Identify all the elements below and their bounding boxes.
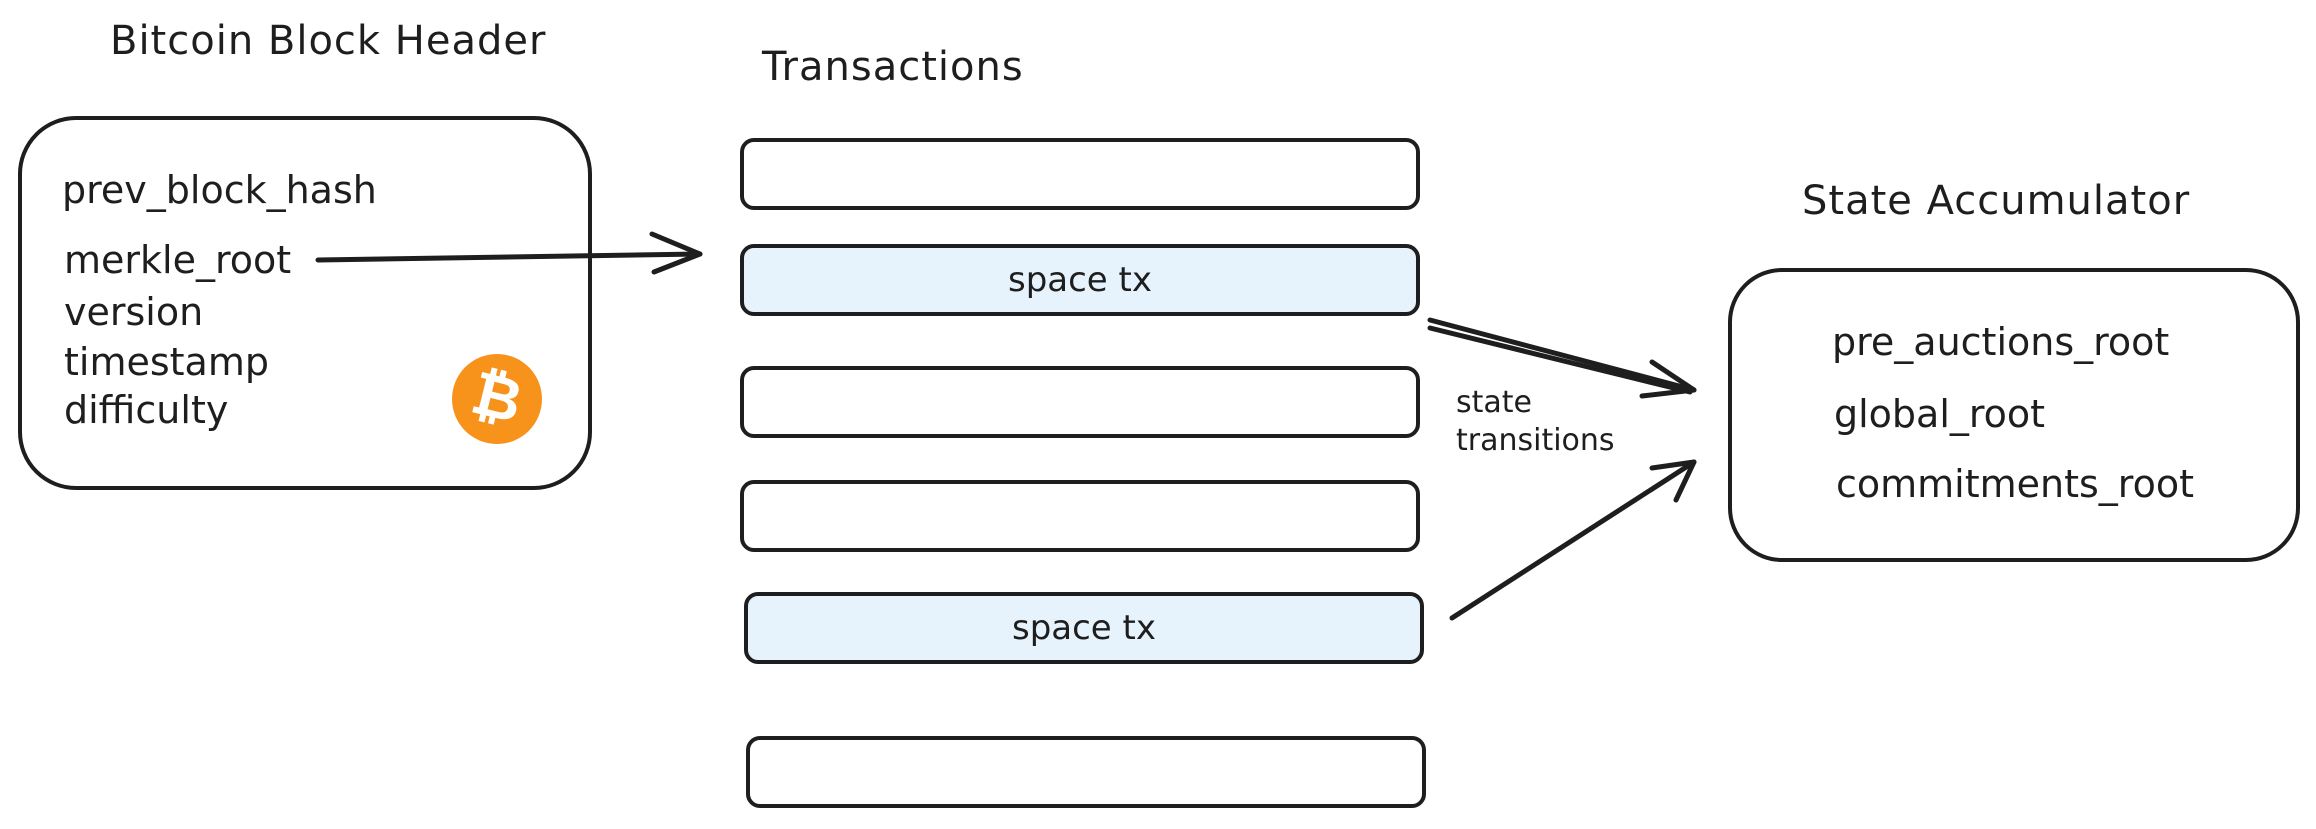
space-tx-to-state-arrow-upper xyxy=(1427,317,1697,399)
field-difficulty: difficulty xyxy=(64,388,229,432)
space-tx-to-state-arrow-lower xyxy=(1449,459,1697,621)
merkle-root-arrow xyxy=(315,231,703,275)
state-transitions-line-1: state xyxy=(1456,385,1532,420)
transactions-title: Transactions xyxy=(762,44,1024,90)
transaction-row xyxy=(740,138,1420,210)
transaction-row-space-tx: space tx xyxy=(744,592,1424,664)
field-global-root: global_root xyxy=(1834,392,2046,436)
transaction-label: space tx xyxy=(1011,608,1156,648)
field-version: version xyxy=(64,290,204,334)
transaction-row xyxy=(746,736,1426,808)
state-transitions-label: state transitions xyxy=(1456,384,1615,460)
state-accumulator-panel xyxy=(1728,268,2300,562)
block-header-title: Bitcoin Block Header xyxy=(110,18,547,64)
field-timestamp: timestamp xyxy=(64,340,269,384)
transaction-label: space tx xyxy=(1007,260,1152,300)
transaction-row xyxy=(740,366,1420,438)
bitcoin-logo-icon: ₿ xyxy=(452,354,542,444)
state-transitions-line-2: transitions xyxy=(1456,423,1615,458)
field-prev-block-hash: prev_block_hash xyxy=(62,168,377,212)
field-merkle-root: merkle_root xyxy=(64,238,292,282)
transaction-row xyxy=(740,480,1420,552)
transaction-row-space-tx: space tx xyxy=(740,244,1420,316)
state-accumulator-title: State Accumulator xyxy=(1802,178,2191,224)
field-commitments-root: commitments_root xyxy=(1836,462,2194,506)
field-pre-auctions-root: pre_auctions_root xyxy=(1832,320,2170,364)
